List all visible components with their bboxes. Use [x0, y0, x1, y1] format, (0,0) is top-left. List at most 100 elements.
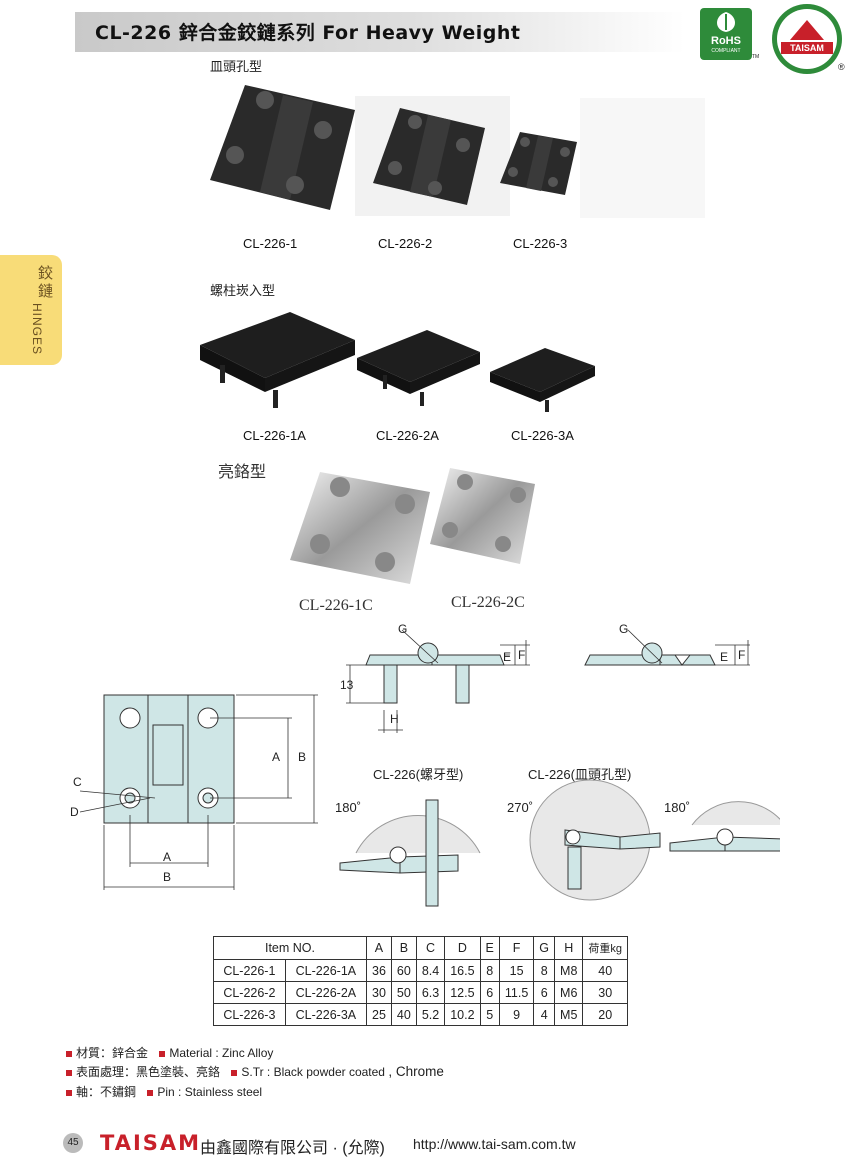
note-pin: 軸：不鏽鋼 Pin : Stainless steel	[66, 1083, 262, 1100]
cell: CL-226-3A	[284, 1003, 368, 1026]
col-header: Item NO.	[213, 936, 367, 960]
cell: 40	[390, 1003, 417, 1026]
dim-b-label: B	[163, 870, 172, 884]
cell: M6	[554, 981, 584, 1004]
section-stud: 螺柱崁入型	[210, 284, 276, 299]
cell: 5	[479, 1003, 500, 1026]
dim-13-label: 13	[340, 678, 354, 692]
model-label: CL-226-1C	[299, 597, 373, 614]
note-surface: 表面處理：黑色塗裝、亮鉻 S.Tr : Black powder coated …	[66, 1063, 444, 1080]
cell: CL-226-1A	[284, 959, 368, 982]
angle-270-label: 270˚	[507, 800, 534, 815]
hinge-cl-226-2-image	[373, 108, 485, 205]
hinge-cl-226-2c-image	[430, 468, 535, 564]
bullet-icon	[147, 1089, 154, 1096]
cell: CL-226-3	[213, 1003, 286, 1026]
cell: 6.3	[415, 981, 446, 1004]
cell: 4	[533, 1003, 556, 1026]
side-tab-zh: 鉸鏈	[38, 265, 54, 300]
rohs-text: RoHS	[711, 35, 741, 47]
dim-c-label: C	[73, 775, 82, 789]
side-tab: 鉸鏈 HINGES	[0, 255, 62, 365]
dim-d-label: D	[70, 805, 79, 819]
col-header: A	[366, 936, 392, 960]
footer-company: 由鑫國際有限公司 · (允際)	[200, 1140, 385, 1157]
note-text: , Chrome	[388, 1064, 444, 1079]
technical-drawing	[79, 629, 780, 907]
dim-g-label: G	[619, 622, 629, 636]
cell: 16.5	[444, 959, 481, 982]
cell: 40	[582, 959, 629, 982]
note-text: 表面處理：黑色塗裝、亮鉻	[76, 1065, 221, 1079]
model-label: CL-226-1A	[243, 428, 306, 443]
hinge-cl-226-3a-image	[490, 348, 595, 412]
title-bar	[75, 12, 685, 52]
leaf-icon	[717, 12, 735, 32]
section-countersunk: 皿頭孔型	[210, 60, 263, 75]
product-photos-row1	[210, 85, 705, 218]
side-tab-en: HINGES	[30, 303, 44, 356]
front-view-drawing	[103, 694, 235, 824]
taisam-logo: TAISAM	[772, 4, 842, 74]
cell: 15	[498, 959, 535, 982]
cell: 30	[366, 981, 392, 1004]
bullet-icon	[159, 1050, 166, 1057]
cell: CL-226-2	[213, 981, 286, 1004]
cell: 5.2	[415, 1003, 446, 1026]
dim-g-label: G	[398, 622, 408, 636]
col-header: C	[415, 936, 446, 960]
cell: M5	[554, 1003, 584, 1026]
rohs-logo: RoHS COMPLIANT	[700, 8, 752, 60]
hinge-cl-226-1a-image	[200, 312, 355, 408]
rotation-180-stud-diagram	[339, 799, 481, 907]
angle-180-label: 180˚	[335, 800, 362, 815]
angle-180-label: 180˚	[664, 800, 691, 815]
col-header: B	[390, 936, 417, 960]
cell: 8.4	[415, 959, 446, 982]
col-header: E	[479, 936, 500, 960]
dim-a-label: A	[272, 750, 281, 764]
dim-a-label: A	[163, 850, 172, 864]
model-label: CL-226-3	[513, 236, 568, 251]
side-view-cs-drawing	[584, 642, 716, 666]
hinge-cl-226-1-image	[210, 85, 355, 210]
section-chrome: 亮鉻型	[218, 464, 267, 481]
cell: 12.5	[444, 981, 481, 1004]
model-label: CL-226-2C	[451, 594, 525, 611]
model-label: CL-226-2	[378, 236, 433, 251]
screw-type-caption: CL-226(螺牙型)	[373, 767, 464, 782]
cell: 30	[582, 981, 629, 1004]
cs-type-caption: CL-226(皿頭孔型)	[528, 767, 632, 782]
side-view-drawing	[365, 642, 505, 704]
note-text: 材質：鋅合金	[76, 1046, 149, 1060]
dim-f-label: F	[738, 648, 746, 662]
col-header: F	[498, 936, 535, 960]
dim-e-label: E	[503, 650, 512, 664]
registered-mark: ®	[838, 62, 845, 72]
note-material: 材質：鋅合金 Material : Zinc Alloy	[66, 1044, 273, 1061]
rotation-180-cs-diagram	[669, 801, 780, 852]
dim-h-label: H	[390, 712, 399, 726]
footer-brand: TAISAM	[100, 1131, 202, 1155]
page-title: CL-226 鋅合金鉸鏈系列 For Heavy Weight	[95, 22, 521, 44]
cell: 25	[366, 1003, 392, 1026]
bullet-icon	[66, 1050, 72, 1057]
cell: 20	[582, 1003, 629, 1026]
cell: CL-226-1	[213, 959, 286, 982]
rohs-tm: TM	[752, 54, 760, 60]
dim-e-label: E	[720, 650, 729, 664]
hinge-cl-226-2a-image	[357, 330, 480, 406]
cell: 8	[533, 959, 556, 982]
col-header: 荷重kg	[582, 936, 629, 960]
footer-url[interactable]: http://www.tai-sam.com.tw	[413, 1136, 576, 1152]
note-text: S.Tr : Black powder coated	[241, 1065, 385, 1079]
bullet-icon	[66, 1089, 72, 1096]
product-photos-row2	[200, 312, 595, 412]
taisam-logo-text: TAISAM	[781, 42, 833, 54]
cell: 6	[479, 981, 500, 1004]
page-number: 45	[63, 1133, 83, 1153]
